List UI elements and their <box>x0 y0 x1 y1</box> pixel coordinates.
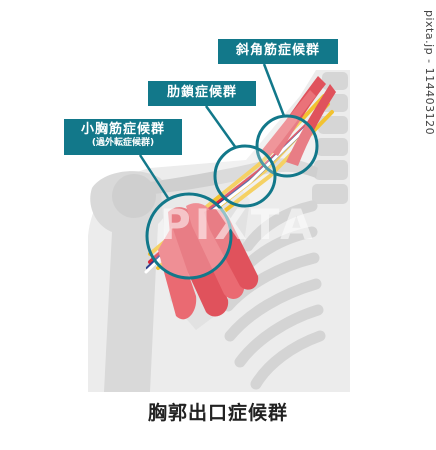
costoclavicular-syndrome-text: 肋鎖症候群 <box>166 85 237 100</box>
hyperabduction-syndrome-text: (過外転症候群) <box>91 138 155 148</box>
humeral-head <box>112 174 156 218</box>
watermark-text: PIXTA <box>160 200 317 249</box>
costoclavicular-syndrome-label: 肋鎖症候群 <box>148 81 256 106</box>
diagram-title: 胸郭出口症候群 <box>147 402 288 424</box>
leader-lines <box>138 63 286 199</box>
costoclavicular-circle <box>213 144 277 208</box>
scalene-syndrome-text: 斜角筋症候群 <box>235 43 320 58</box>
pectoralis-minor-circle <box>145 192 233 280</box>
stock-credit: pixta.jp - 114403120 <box>423 10 436 136</box>
compression-circles <box>145 114 319 280</box>
pectoralis-minor-muscle <box>158 203 259 320</box>
scalene-muscles <box>262 76 336 166</box>
pectoralis-minor-syndrome-label: 小胸筋症候群 (過外転症候群) <box>64 119 182 155</box>
scalene-syndrome-label: 斜角筋症候群 <box>218 39 338 64</box>
pectoralis-minor-syndrome-text: 小胸筋症候群 <box>80 122 165 137</box>
